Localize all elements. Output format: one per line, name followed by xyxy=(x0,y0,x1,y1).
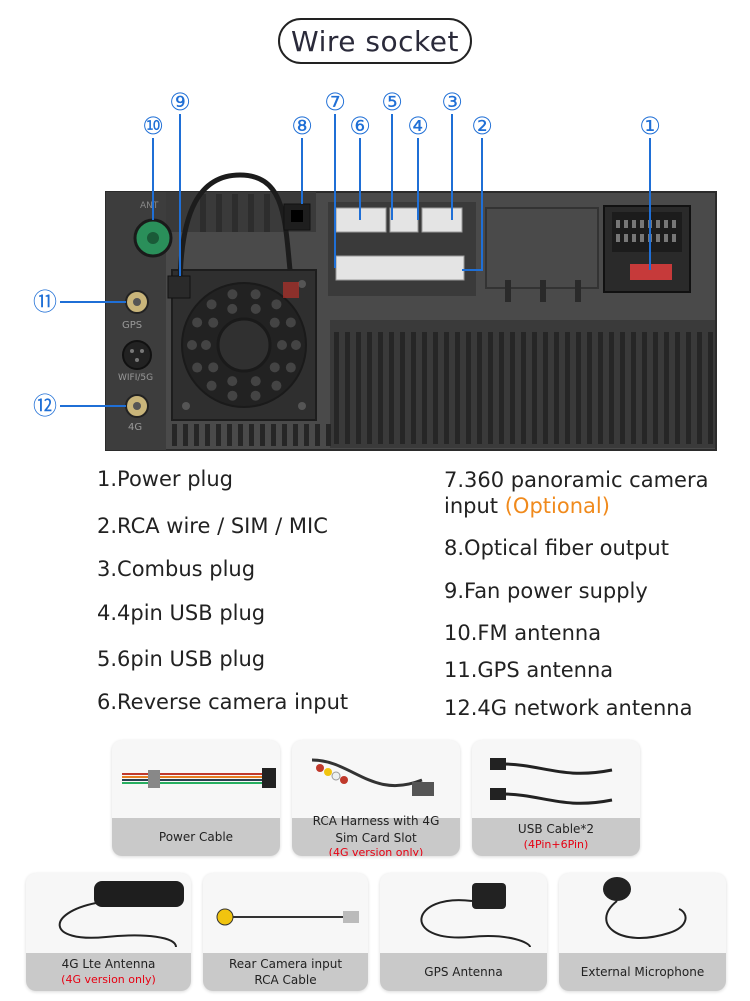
rca-harness-photo xyxy=(292,740,460,818)
page-title: Wire socket xyxy=(278,18,472,64)
4g-label: 4G xyxy=(128,422,142,433)
port-label-7-line1: 7.360 panoramic camera xyxy=(444,468,709,492)
fan-plug xyxy=(167,275,191,299)
accessory-card-usb-cable: USB Cable*2 (4Pin+6Pin) xyxy=(472,740,640,856)
accessory-card-gps-antenna: GPS Antenna xyxy=(380,873,547,991)
callout-2: ② xyxy=(471,112,493,140)
power-cable-photo xyxy=(112,740,280,818)
cooling-fan xyxy=(171,269,317,421)
accessory-card-external-microphone: External Microphone xyxy=(559,873,726,991)
external-microphone-photo xyxy=(559,873,726,953)
ant-label: ANT xyxy=(140,201,159,211)
head-unit-rear-panel: ANT GPS WIFI/5G 4G xyxy=(33,88,717,451)
wifi-connector: WIFI/5G xyxy=(118,340,153,383)
callout-7: ⑦ xyxy=(324,88,346,116)
port-label-12: 12.4G network antenna xyxy=(444,696,693,720)
gps-label: GPS xyxy=(122,320,142,331)
optional-tag: (Optional) xyxy=(504,494,610,518)
rca-harness-caption: RCA Harness with 4G Sim Card Slot xyxy=(312,814,440,845)
accessory-card-power-cable: Power Cable xyxy=(112,740,280,856)
port-label-3: 3.Combus plug xyxy=(97,557,256,581)
accessory-card-4g-antenna: 4G Lte Antenna (4G version only) xyxy=(26,873,191,991)
usb-cable-photo xyxy=(472,740,640,818)
callout-9: ⑨ xyxy=(169,88,191,116)
callout-11: ⑪ xyxy=(33,288,57,316)
rear-camera-caption: Rear Camera input RCA Cable xyxy=(228,956,343,987)
callout-1: ① xyxy=(639,112,661,140)
port-label-7-input: input xyxy=(444,494,499,518)
power-plug xyxy=(603,205,691,293)
4g-antenna-caption: 4G Lte Antenna xyxy=(61,957,156,972)
port-label-11: 11.GPS antenna xyxy=(444,658,614,682)
callout-4: ④ xyxy=(407,112,429,140)
port-label-5: 5.6pin USB plug xyxy=(97,647,266,671)
accessory-card-rear-camera-cable: Rear Camera input RCA Cable xyxy=(203,873,368,991)
callout-6: ⑥ xyxy=(349,112,371,140)
wifi-label: WIFI/5G xyxy=(118,373,153,383)
optical-output xyxy=(283,203,311,231)
port-label-10: 10.FM antenna xyxy=(444,621,602,645)
callout-5: ⑤ xyxy=(381,88,403,116)
port-label-8: 8.Optical fiber output xyxy=(444,536,669,560)
callout-12: ⑫ xyxy=(33,392,57,420)
callout-10: ⑩ xyxy=(142,112,164,140)
port-label-7-line2: input (Optional) xyxy=(444,493,610,519)
callout-3: ③ xyxy=(441,88,463,116)
callout-lines xyxy=(60,114,651,407)
callout-8: ⑧ xyxy=(291,112,313,140)
external-microphone-caption: External Microphone xyxy=(580,964,705,979)
port-label-6: 6.Reverse camera input xyxy=(97,690,349,714)
port-label-2: 2.RCA wire / SIM / MIC xyxy=(97,514,328,538)
4g-antenna-note: (4G version only) xyxy=(61,972,156,986)
gps-antenna-photo xyxy=(380,873,547,953)
rear-camera-cable-photo xyxy=(203,873,368,953)
accessory-card-rca-harness: RCA Harness with 4G Sim Card Slot (4G ve… xyxy=(292,740,460,856)
usb-cable-note: (4Pin+6Pin) xyxy=(523,837,589,851)
rca-harness-note: (4G version only) xyxy=(328,845,424,856)
port-label-4: 4.4pin USB plug xyxy=(97,601,266,625)
power-cable-caption: Power Cable xyxy=(158,829,234,844)
4g-antenna-photo xyxy=(26,873,191,953)
plug-cluster xyxy=(328,202,476,296)
gps-antenna-caption: GPS Antenna xyxy=(424,964,503,979)
port-label-9: 9.Fan power supply xyxy=(444,579,648,603)
port-label-1: 1.Power plug xyxy=(97,467,234,491)
usb-cable-caption: USB Cable*2 xyxy=(517,822,595,837)
